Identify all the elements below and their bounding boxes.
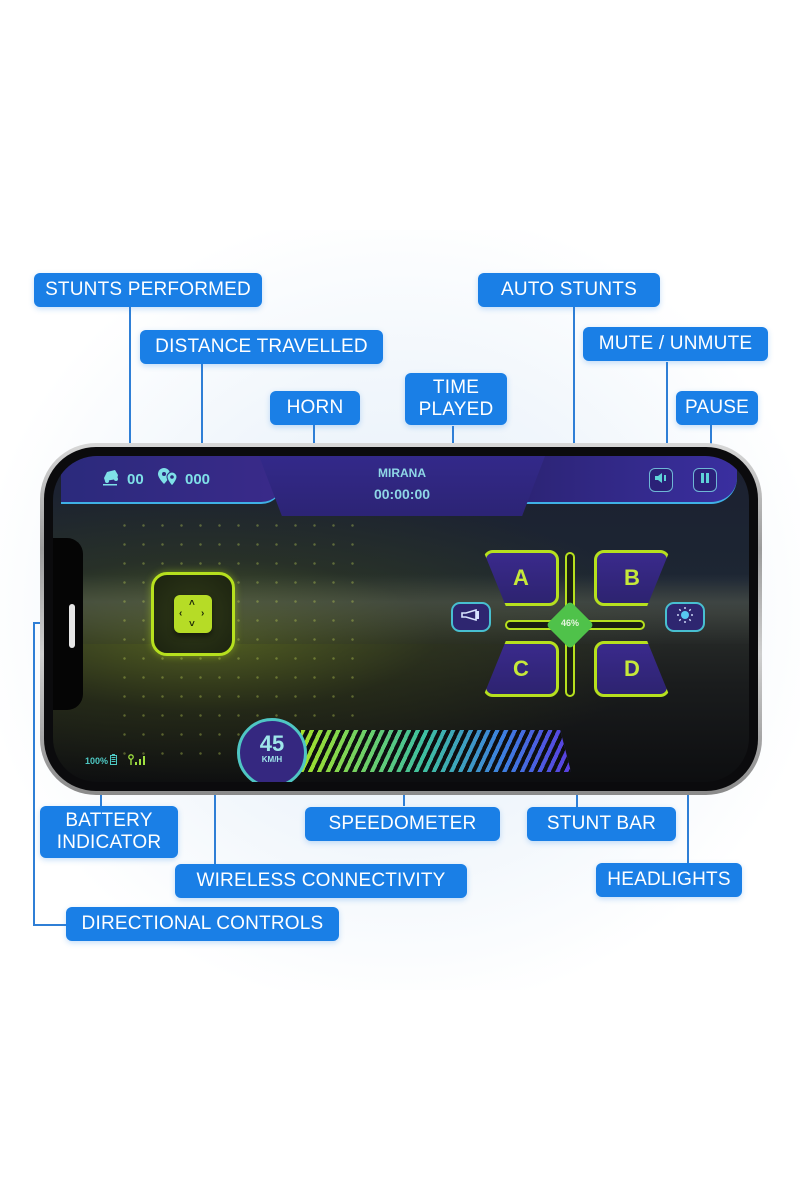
mute-button[interactable] xyxy=(649,468,673,492)
stunts-count: 00 xyxy=(127,470,144,488)
callout-speedometer: SPEEDOMETER xyxy=(305,807,500,841)
game-screen: MIRANA 00:00:00 00 000 xyxy=(53,456,749,782)
callout-stunts-performed: STUNTS PERFORMED xyxy=(34,273,262,307)
stunt-button-d[interactable]: D xyxy=(594,641,670,697)
callout-battery-line2: INDICATOR xyxy=(56,832,162,853)
battery-indicator: 100% xyxy=(85,754,118,767)
player-name: MIRANA xyxy=(378,466,426,480)
callout-wireless-connectivity: WIRELESS CONNECTIVITY xyxy=(175,864,467,898)
callout-time-played: TIME PLAYED xyxy=(405,373,507,425)
hud-center-panel: MIRANA 00:00:00 xyxy=(259,456,545,516)
callout-distance-travelled: DISTANCE TRAVELLED xyxy=(140,330,383,364)
callout-headlights: HEADLIGHTS xyxy=(596,863,742,897)
callout-mute-unmute: MUTE / UNMUTE xyxy=(583,327,768,361)
callout-horn: HORN xyxy=(270,391,360,425)
connector-line xyxy=(666,362,668,462)
speed-value: 45 xyxy=(259,731,285,756)
callout-time-line2: PLAYED xyxy=(418,399,494,420)
callout-time-line1: TIME xyxy=(432,377,480,398)
connector-line xyxy=(573,306,575,516)
callout-battery-indicator: BATTERY INDICATOR xyxy=(40,806,178,858)
battery-icon xyxy=(110,754,118,767)
headlight-icon xyxy=(676,606,694,629)
connector-line xyxy=(214,756,216,866)
speedometer-bar xyxy=(301,730,571,772)
battery-percent: 100% xyxy=(85,755,109,766)
callout-auto-stunts: AUTO STUNTS xyxy=(478,273,660,307)
horn-button[interactable] xyxy=(451,602,491,632)
arrow-left-icon: ‹ xyxy=(179,608,183,619)
speaker-icon xyxy=(654,471,668,489)
phone-side-button xyxy=(69,604,75,648)
car-flip-icon xyxy=(101,468,121,490)
phone-notch xyxy=(53,538,83,710)
distance-travelled-stat: 000 xyxy=(157,468,210,490)
connector-line xyxy=(33,924,69,926)
connector-line xyxy=(33,622,35,926)
callout-stunt-bar: STUNT BAR xyxy=(527,807,676,841)
arrow-right-icon: › xyxy=(201,608,205,619)
wireless-indicator xyxy=(128,754,148,767)
arrow-down-icon: ˅ xyxy=(189,619,195,630)
connector-line xyxy=(129,306,131,481)
directional-control[interactable]: ˄ ˅ ‹ › xyxy=(151,572,235,656)
time-played: 00:00:00 xyxy=(373,486,431,502)
horn-icon xyxy=(461,608,481,626)
pause-icon xyxy=(699,471,711,489)
speedometer: 45 KM/H xyxy=(237,718,307,782)
phone-frame: MIRANA 00:00:00 00 000 xyxy=(40,443,762,795)
stunt-button-c[interactable]: C xyxy=(483,641,559,697)
speed-unit: KM/H xyxy=(261,755,283,764)
stunts-performed-stat: 00 xyxy=(101,468,144,490)
callout-horn-text: HORN xyxy=(286,397,344,418)
callout-directional-controls: DIRECTIONAL CONTROLS xyxy=(66,907,339,941)
dpad-joystick[interactable]: ˄ ˅ ‹ › xyxy=(174,595,212,633)
connector-line xyxy=(201,363,203,481)
callout-battery-line1: BATTERY xyxy=(65,810,153,831)
callout-pause: PAUSE xyxy=(676,391,758,425)
headlights-button[interactable] xyxy=(665,602,705,632)
stunt-bar-percent: 46% xyxy=(560,618,579,628)
location-pin-icon xyxy=(157,468,179,490)
signal-strength-icon xyxy=(128,754,148,767)
arrow-up-icon: ˄ xyxy=(189,598,195,609)
distance-value: 000 xyxy=(185,470,211,488)
pause-button[interactable] xyxy=(693,468,717,492)
